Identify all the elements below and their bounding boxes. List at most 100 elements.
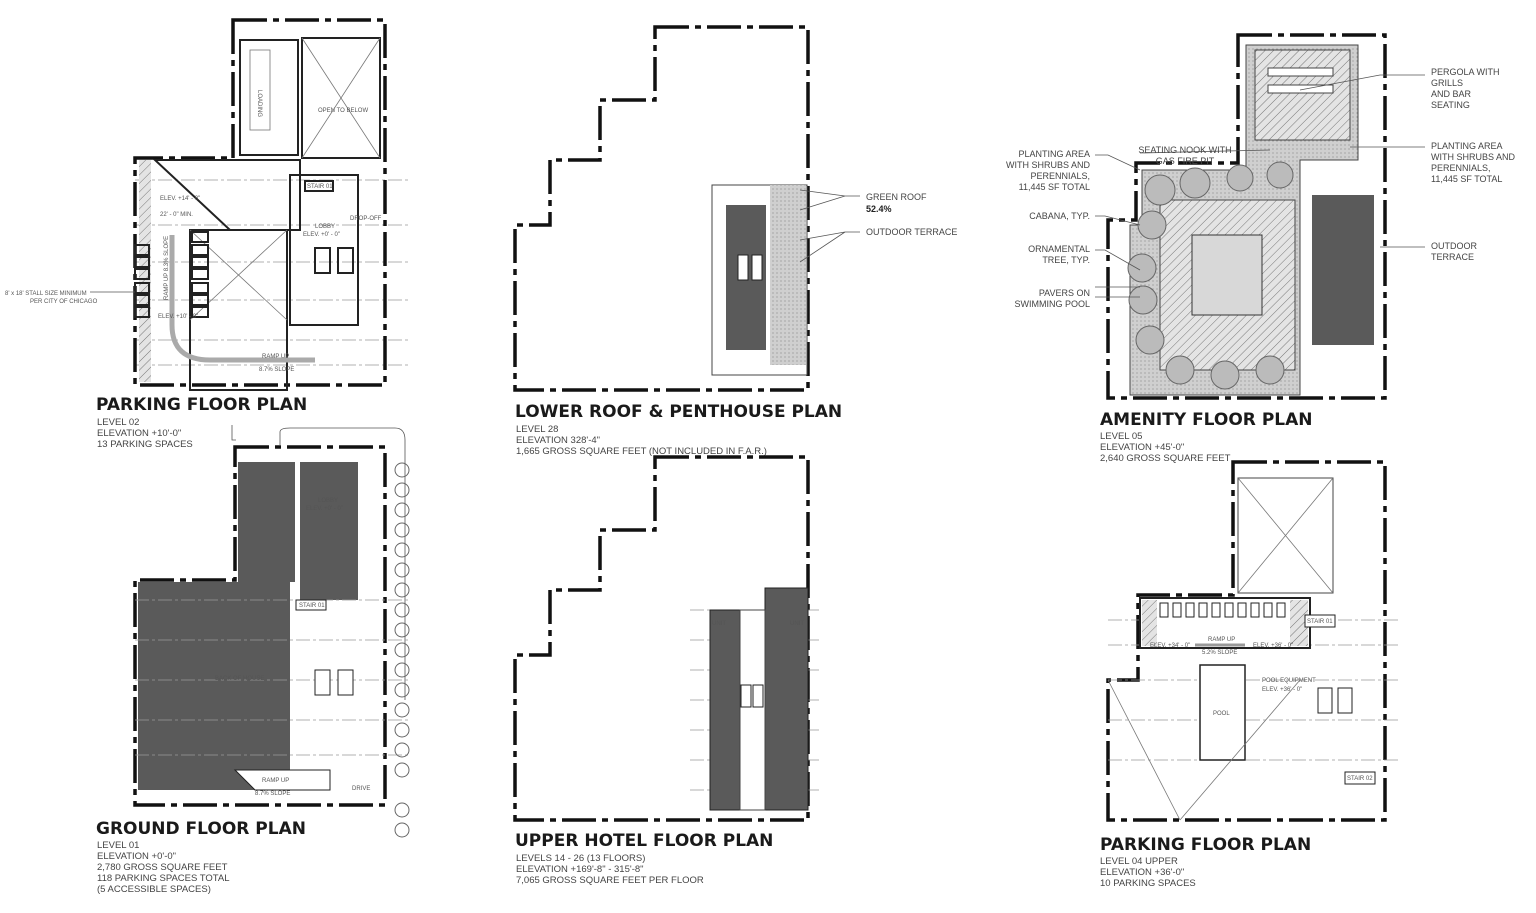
ramp-slope: 8.7% SLOPE xyxy=(259,367,294,373)
callout-ornamental-tree: ORNAMENTAL xyxy=(1028,244,1090,254)
plan-caption-line: LEVEL 05 xyxy=(1100,431,1142,442)
unit-label: UNIT xyxy=(712,621,726,627)
corridor xyxy=(739,609,766,811)
callout-pavers: PAVERS ON xyxy=(1039,288,1090,298)
elevation-label: ELEV. +34' - 0" xyxy=(1150,643,1190,649)
callout-seating-nook: GAS FIRE PIT xyxy=(1156,156,1215,166)
callout-outdoor-terrace: TERRACE xyxy=(1431,252,1474,262)
plan-caption-line: 10 PARKING SPACES xyxy=(1100,878,1196,889)
callout-pergola: PERGOLA WITH GRILLS AND BAR SEATING xyxy=(1431,67,1500,110)
loading-label: LOADING xyxy=(256,90,262,117)
plan-caption-line: ELEVATION +10'-0" xyxy=(97,428,181,439)
plan-caption-line: LEVEL 02 xyxy=(97,417,139,428)
plan-caption-line: LEVELS 14 - 26 (13 FLOORS) xyxy=(516,853,645,864)
pool-equipment-label: POOL EQUIPMENT xyxy=(1262,678,1316,684)
callout-planting-left: PLANTING AREA WITH SHRUBS AND PERENNIALS… xyxy=(1006,149,1091,192)
elevator xyxy=(314,669,331,696)
callout-ornamental-tree: TREE, TYP. xyxy=(1042,255,1090,265)
building-outline xyxy=(133,18,387,387)
parking-floor-plan-level-02: LOADING OPEN TO BELOW RAMP UP 8.3% SLOPE… xyxy=(5,18,410,450)
stair-label: STAIR 01 xyxy=(1307,619,1333,625)
lobby-label: LOBBY xyxy=(315,224,335,230)
loading-room xyxy=(239,39,299,156)
callout-text: AND BAR xyxy=(1431,89,1472,99)
elevation-label: ELEV. +36' - 0" xyxy=(1253,643,1293,649)
stair-01 xyxy=(1304,614,1336,628)
stair-label: STAIR 01 xyxy=(299,603,325,609)
plan-caption-line: (5 ACCESSIBLE SPACES) xyxy=(97,884,211,895)
pool xyxy=(1199,664,1246,761)
plan-title: GROUND FLOOR PLAN xyxy=(96,819,306,839)
callout-text: 11,445 SF TOTAL xyxy=(1431,174,1502,184)
callout-text: PERENNIALS, xyxy=(1030,171,1090,181)
callout-text: PERGOLA WITH xyxy=(1431,67,1500,77)
hotel-units-east xyxy=(764,587,809,811)
callout-pavers: SWIMMING POOL xyxy=(1014,299,1090,309)
plan-caption-line: 2,640 GROSS SQUARE FEET xyxy=(1100,453,1231,464)
plan-title: LOWER ROOF & PENTHOUSE PLAN xyxy=(515,402,842,422)
green-roof-label: GREEN ROOF xyxy=(866,192,927,202)
plan-caption-line: ELEVATION 328'-4" xyxy=(516,435,600,446)
swimming-pool xyxy=(1191,234,1263,316)
elevator xyxy=(337,669,354,696)
open-to-below-label: OPEN TO BELOW xyxy=(318,108,368,114)
ramp-label: RAMP UP xyxy=(1208,637,1235,643)
callout-text: 11,445 SF TOTAL xyxy=(1019,182,1090,192)
stair-01 xyxy=(295,599,327,611)
outdoor-terrace xyxy=(1312,195,1374,345)
outdoor-terrace-label: OUTDOOR TERRACE xyxy=(866,227,957,237)
lobby-elevation: ELEV. +0' - 0" xyxy=(306,506,343,512)
lobby-room xyxy=(289,174,359,326)
plan-caption-line: ELEVATION +169'-8" - 315'-8" xyxy=(516,864,644,875)
stair-label: STAIR 01 xyxy=(307,184,333,190)
callout-text: PERENNIALS, xyxy=(1431,163,1491,173)
ramp-slope: 8.7% SLOPE xyxy=(255,791,290,797)
drive-label: DRIVE xyxy=(352,786,370,792)
stall-size-note: PER CITY OF CHICAGO xyxy=(30,299,98,305)
stair-label: STAIR 02 xyxy=(1347,776,1373,782)
ornamental-trees xyxy=(1127,161,1294,390)
loading-bay xyxy=(249,49,271,131)
green-roof-percentage: 52.4% xyxy=(866,204,892,214)
plan-title: UPPER HOTEL FLOOR PLAN xyxy=(515,831,773,851)
plan-caption-line: LEVEL 28 xyxy=(516,424,558,435)
lobby-label: LOBBY xyxy=(318,498,338,504)
street-trees xyxy=(394,462,410,838)
plan-title: PARKING FLOOR PLAN xyxy=(96,395,307,415)
ramp-label: RAMP UP xyxy=(262,354,289,360)
green-roof-area xyxy=(770,185,806,365)
open-to-below-area xyxy=(301,37,381,159)
elevator xyxy=(337,247,354,274)
hotel-units-west xyxy=(709,609,741,811)
plan-title: AMENITY FLOOR PLAN xyxy=(1100,410,1313,430)
plan-caption-line: ELEVATION +0'-0" xyxy=(97,851,176,862)
ramp-arrow xyxy=(169,235,315,363)
parking-stalls xyxy=(1159,602,1286,618)
building-outline xyxy=(1106,33,1387,400)
lower-roof-penthouse-plan: GREEN ROOF 52.4% OUTDOOR TERRACE LOWER R… xyxy=(513,25,957,457)
clearance-label: 22' - 0" MIN. xyxy=(160,212,193,218)
callout-text: SEATING xyxy=(1431,100,1470,110)
building-outline xyxy=(513,25,810,392)
plan-caption-line: ELEVATION +36'-0" xyxy=(1100,867,1184,878)
amenity-floor-plan: PLANTING AREA WITH SHRUBS AND PERENNIALS… xyxy=(1006,33,1516,464)
callout-text: GRILLS xyxy=(1431,78,1463,88)
parking-stalls xyxy=(134,231,209,318)
ramp-slope: 5.2% SLOPE xyxy=(1202,650,1237,656)
plan-caption-line: LEVEL 01 xyxy=(97,840,139,851)
plan-caption-line: LEVEL 04 UPPER xyxy=(1100,856,1178,867)
ramp-structure xyxy=(152,159,301,231)
elevation-label: ELEV. +10' - 0" xyxy=(158,314,198,320)
dropoff-label: DROP-OFF xyxy=(350,216,382,222)
elevation-label: ELEV. +14' - 0" xyxy=(160,196,200,202)
elevator xyxy=(1317,687,1333,714)
callout-outdoor-terrace: OUTDOOR xyxy=(1431,241,1477,251)
unit-label: UNIT xyxy=(790,621,804,627)
building-outline xyxy=(133,445,387,807)
elevator xyxy=(1337,687,1353,714)
stair-02 xyxy=(1344,771,1376,785)
core-wall xyxy=(139,160,151,382)
plan-caption-line: ELEVATION +45'-0" xyxy=(1100,442,1184,453)
plan-caption-line: 2,780 GROSS SQUARE FEET xyxy=(97,862,228,873)
plan-caption-line: 118 PARKING SPACES TOTAL xyxy=(97,873,230,884)
